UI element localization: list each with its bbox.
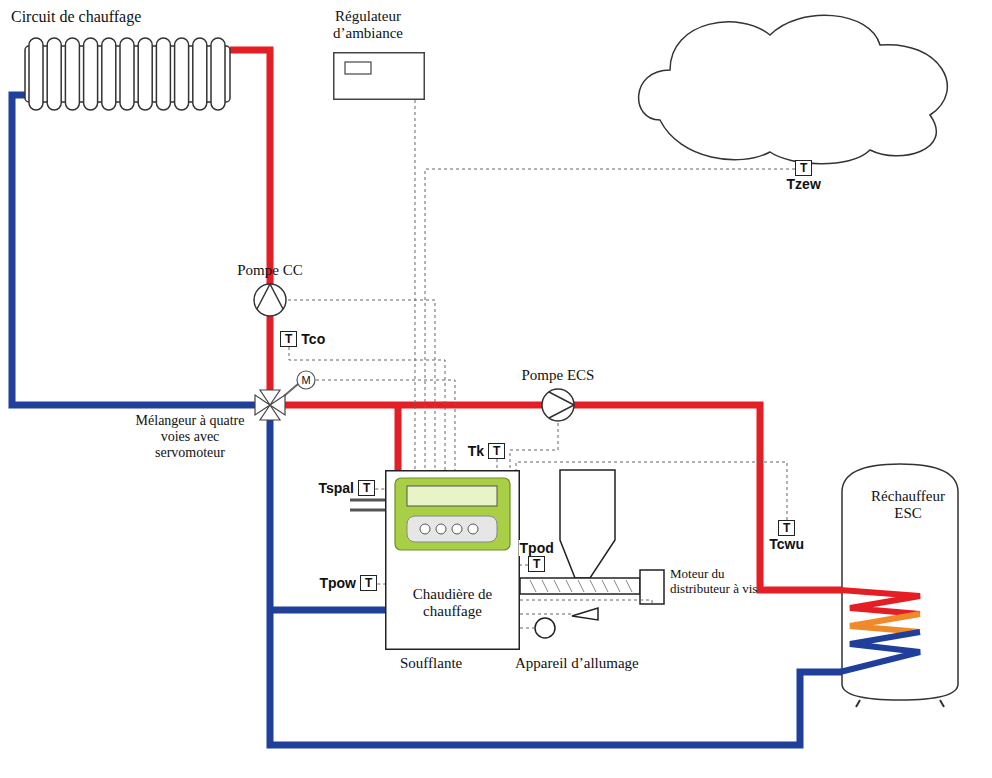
pellet-hopper xyxy=(560,470,615,578)
sensor-name: Tco xyxy=(300,331,326,347)
pump-label: Pompe ECS xyxy=(522,367,595,384)
sensor-symbol: T xyxy=(493,444,500,458)
servo-shaft xyxy=(284,384,298,396)
servomotor: M xyxy=(296,370,316,390)
circuit-label: Circuit de chauffage xyxy=(11,8,141,26)
sensor-name: Tzew xyxy=(786,176,822,192)
return-pipe xyxy=(270,607,385,614)
reg-outline xyxy=(333,52,425,100)
tank-label: Réchauffeur ESC xyxy=(862,488,954,522)
sensor-name: Tcwu xyxy=(768,536,805,552)
temperature-sensor: TTpow xyxy=(360,575,377,591)
servomotor-symbol: M xyxy=(296,370,316,390)
signal-wire xyxy=(510,423,558,470)
boiler-outline xyxy=(385,470,520,650)
flow-pipe xyxy=(395,405,402,470)
blower-label: Soufflante xyxy=(400,655,462,672)
cloud xyxy=(639,15,948,163)
hot-water-tank: Réchauffeur ESC xyxy=(840,462,960,707)
signal-wire xyxy=(425,169,795,470)
blower xyxy=(535,618,555,638)
return-pipe xyxy=(12,95,255,405)
return-pipe xyxy=(270,420,842,745)
signal-wire xyxy=(377,584,385,585)
pumpUp-outline xyxy=(252,282,288,318)
temperature-sensor: TTspal xyxy=(358,480,375,496)
sensor-name: Tpod xyxy=(519,540,555,556)
boiler: Chaudière de chauffage xyxy=(385,470,520,650)
four-way-mixer: Mélangeur à quatre voies avec servomoteu… xyxy=(255,390,285,420)
igniter-label: Appareil d’allumage xyxy=(515,655,639,672)
sensor-name: Tspal xyxy=(317,480,355,496)
flow-pipe xyxy=(230,50,270,390)
pump: Pompe ECS xyxy=(540,387,576,423)
sensor-name: Tpow xyxy=(318,575,357,591)
rad-outline xyxy=(25,38,230,110)
mix-outline xyxy=(255,390,285,420)
screw-thread xyxy=(530,580,632,592)
igniter xyxy=(572,608,598,620)
sensor-symbol: T xyxy=(533,557,540,571)
motor-label: Moteur du distributeur à vis xyxy=(670,566,758,596)
sensor-symbol: T xyxy=(285,332,292,346)
pump-label: Pompe CC xyxy=(237,262,302,279)
boiler-label: Chaudière de chauffage xyxy=(391,586,514,620)
signal-wire xyxy=(375,489,385,490)
signal-wire xyxy=(316,380,455,470)
temperature-sensor: TTpod xyxy=(528,556,545,572)
feeder-motor xyxy=(640,570,664,604)
temperature-sensor: TTk xyxy=(488,443,505,459)
temperature-sensor: TTzew xyxy=(795,160,812,176)
sensor-name: Tk xyxy=(467,443,485,459)
control-wire xyxy=(520,600,652,628)
pump: Pompe CC xyxy=(252,282,288,318)
signal-wire xyxy=(415,100,416,470)
temperature-sensor: TTcwu xyxy=(778,520,795,536)
pumpRight-outline xyxy=(540,387,576,423)
sensor-symbol: T xyxy=(800,161,807,175)
signal-wire xyxy=(289,347,445,470)
pipe-stub xyxy=(350,500,385,510)
signal-wire xyxy=(520,565,528,566)
signal-wire xyxy=(497,459,498,470)
sensor-symbol: T xyxy=(783,521,790,535)
sensor-symbol: T xyxy=(365,576,372,590)
signal-wire xyxy=(516,462,787,520)
sensor-symbol: T xyxy=(363,481,370,495)
temperature-sensor: TTco xyxy=(280,331,297,347)
flow-pipe xyxy=(285,405,842,590)
radiator: Circuit de chauffage xyxy=(25,38,230,110)
controller-label: Régulateur d’ambiance xyxy=(303,8,433,42)
mixer-label: Mélangeur à quatre voies avec servomoteu… xyxy=(129,413,251,461)
signal-wire xyxy=(288,300,435,470)
room-controller: Régulateur d’ambiance xyxy=(333,52,425,100)
screw-feeder xyxy=(520,578,640,594)
